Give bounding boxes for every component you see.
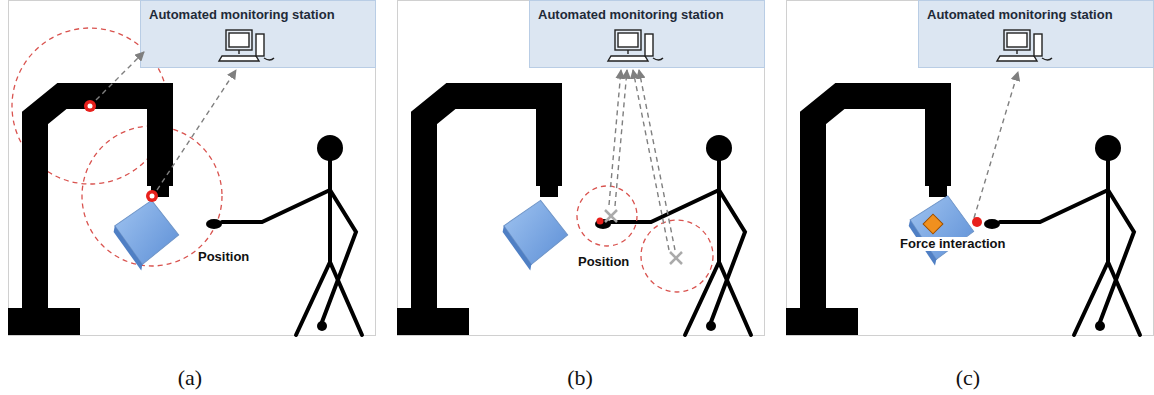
panel-frame	[398, 1, 765, 336]
panel-caption: (a)	[176, 366, 204, 390]
panel-c	[786, 96, 1140, 335]
monitoring-station-box: Automated monitoring station	[529, 0, 765, 68]
monitoring-station-box: Automated monitoring station	[918, 0, 1154, 68]
monitoring-station-box: Automated monitoring station	[140, 0, 376, 68]
panel-caption: (b)	[565, 366, 595, 390]
panel-frame	[787, 1, 1154, 336]
annotation-label: Position	[196, 250, 251, 264]
panel-a	[8, 28, 362, 335]
panel-caption: (c)	[954, 366, 982, 390]
station-title: Automated monitoring station	[141, 1, 375, 22]
annotation-label: Position	[576, 255, 631, 269]
station-title: Automated monitoring station	[919, 1, 1153, 22]
panel-frame	[9, 1, 376, 336]
panel-b	[397, 96, 751, 335]
annotation-label: Force interaction	[898, 237, 1007, 251]
station-title: Automated monitoring station	[530, 1, 764, 22]
